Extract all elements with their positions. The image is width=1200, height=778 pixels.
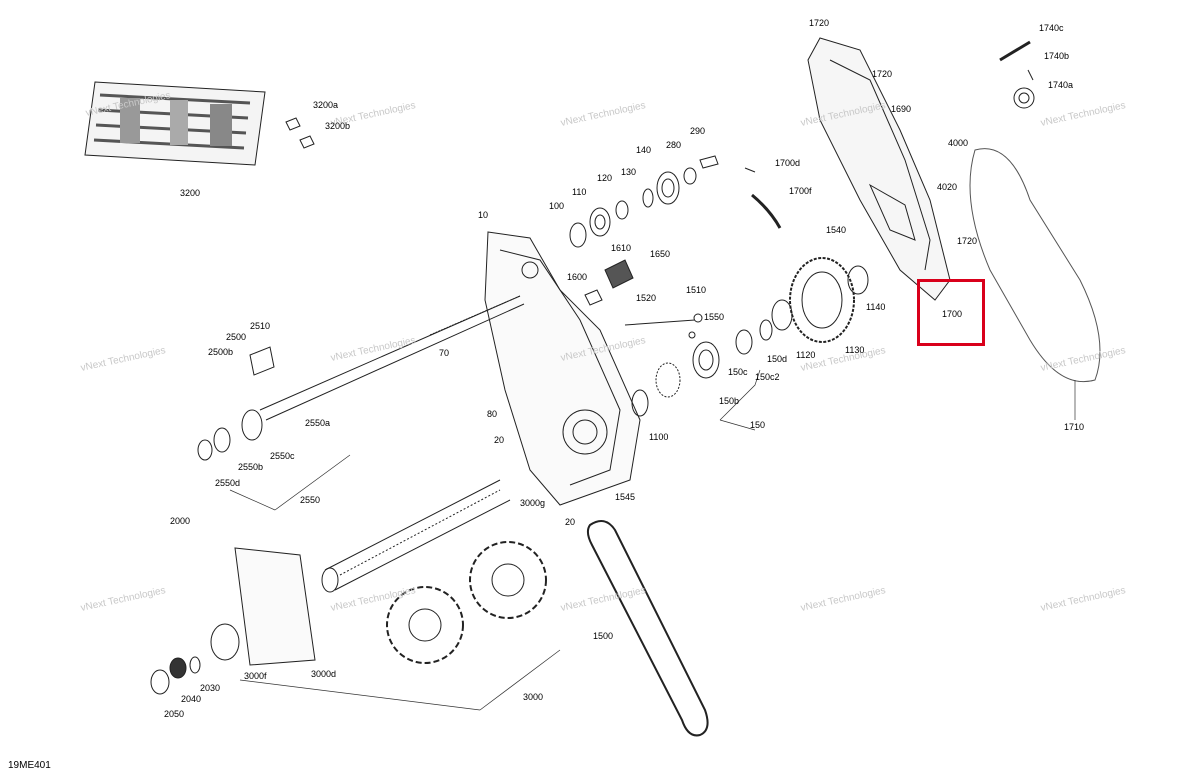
part-label-1510[interactable]: 1510: [686, 285, 707, 295]
part-label-130[interactable]: 130: [621, 167, 637, 177]
part-label-2550c[interactable]: 2550c: [270, 451, 295, 461]
part-label-1500[interactable]: 1500: [593, 631, 614, 641]
part-label-3000f[interactable]: 3000f: [244, 671, 267, 681]
part-label-2040[interactable]: 2040: [181, 694, 202, 704]
part-label-1700[interactable]: 1700: [942, 309, 963, 319]
part-label-1740a[interactable]: 1740a: [1048, 80, 1074, 90]
part-label-1740c[interactable]: 1740c: [1039, 23, 1064, 33]
part-label-2550a[interactable]: 2550a: [305, 418, 331, 428]
part-label-3000g[interactable]: 3000g: [520, 498, 546, 508]
part-label-1140[interactable]: 1140: [866, 302, 886, 312]
part-label-20-left[interactable]: 20: [494, 435, 505, 445]
part-label-3000d[interactable]: 3000d: [311, 669, 337, 679]
shaft-2550a: [197, 295, 525, 461]
part-label-1720-top[interactable]: 1720: [809, 18, 830, 28]
part-label-150c[interactable]: 150c: [728, 367, 748, 377]
part-label-1720-right[interactable]: 1720: [957, 236, 978, 246]
part-label-20-bottom[interactable]: 20: [565, 517, 576, 527]
part-label-80[interactable]: 80: [487, 409, 498, 419]
main-case-10: [484, 231, 641, 506]
part-label-280[interactable]: 280: [666, 140, 682, 150]
clip-3200a-3200b: [285, 117, 315, 149]
part-label-3200a[interactable]: 3200a: [313, 100, 339, 110]
part-label-1710[interactable]: 1710: [1064, 422, 1085, 432]
part-label-1700f[interactable]: 1700f: [789, 186, 812, 196]
drive-chain-1710: [969, 148, 1101, 383]
part-label-3200[interactable]: 3200: [180, 188, 201, 198]
part-label-120[interactable]: 120: [597, 173, 613, 183]
part-label-1520[interactable]: 1520: [636, 293, 657, 303]
gear-1130: [789, 257, 869, 343]
part-label-2550b[interactable]: 2550b: [238, 462, 264, 472]
part-label-150[interactable]: 150: [750, 420, 766, 430]
part-label-4020[interactable]: 4020: [937, 182, 958, 192]
part-label-1650[interactable]: 1650: [650, 249, 671, 259]
part-label-3000[interactable]: 3000: [523, 692, 544, 702]
part-label-2550[interactable]: 2550: [300, 495, 321, 505]
seal-3000f: [210, 623, 240, 661]
ring-2050: [150, 669, 170, 695]
part-label-290[interactable]: 290: [690, 126, 706, 136]
bearing-group-150: [631, 299, 793, 417]
decal-3200-illustration: [84, 81, 266, 166]
part-label-1600[interactable]: 1600: [567, 272, 588, 282]
part-label-150d[interactable]: 150d: [767, 354, 788, 364]
part-label-1540[interactable]: 1540: [826, 225, 847, 235]
part-label-1610[interactable]: 1610: [611, 243, 632, 253]
part-label-1120[interactable]: 1120: [796, 350, 816, 360]
end-plate-3000d: [234, 547, 316, 666]
part-label-1100[interactable]: 1100: [649, 432, 669, 442]
belt-1500: [586, 520, 709, 737]
part-label-140[interactable]: 140: [636, 145, 652, 155]
part-label-2510[interactable]: 2510: [250, 321, 271, 331]
part-label-1130[interactable]: 1130: [845, 345, 865, 355]
part-label-1545[interactable]: 1545: [615, 492, 636, 502]
washer-2030: [189, 656, 201, 674]
part-label-2050[interactable]: 2050: [164, 709, 185, 719]
part-label-3200b[interactable]: 3200b: [325, 121, 351, 131]
part-label-100[interactable]: 100: [549, 201, 565, 211]
bearing-stack-100-290: [569, 155, 719, 248]
part-label-150b[interactable]: 150b: [719, 396, 740, 406]
part-label-2000[interactable]: 2000: [170, 516, 191, 526]
part-label-1690[interactable]: 1690: [891, 104, 912, 114]
part-label-1740b[interactable]: 1740b: [1044, 51, 1070, 61]
part-label-2500[interactable]: 2500: [226, 332, 247, 342]
part-label-2030[interactable]: 2030: [200, 683, 221, 693]
part-label-1700d[interactable]: 1700d: [775, 158, 801, 168]
part-label-110[interactable]: 110: [572, 187, 587, 197]
bracket-2500: [249, 346, 275, 376]
part-label-2550d[interactable]: 2550d: [215, 478, 241, 488]
part-label-70[interactable]: 70: [439, 348, 450, 358]
parts-1700d-1700f: [744, 167, 782, 229]
nut-2040: [169, 657, 187, 679]
part-label-1550[interactable]: 1550: [704, 312, 725, 322]
part-label-1720-mid[interactable]: 1720: [872, 69, 893, 79]
part-label-150c2[interactable]: 150c2: [755, 372, 780, 382]
highlight-box-1700: [917, 279, 985, 346]
parts-1600-1610: [584, 259, 703, 339]
part-label-10[interactable]: 10: [478, 210, 489, 220]
drive-sprockets: [386, 541, 547, 664]
part-label-4000[interactable]: 4000: [948, 138, 969, 148]
part-label-2500b[interactable]: 2500b: [208, 347, 234, 357]
diagram-id: 19ME401: [8, 760, 51, 771]
chain-case-cover-1700: [807, 37, 951, 301]
parts-1740: [999, 40, 1035, 109]
drive-axle-3000: [321, 479, 511, 593]
